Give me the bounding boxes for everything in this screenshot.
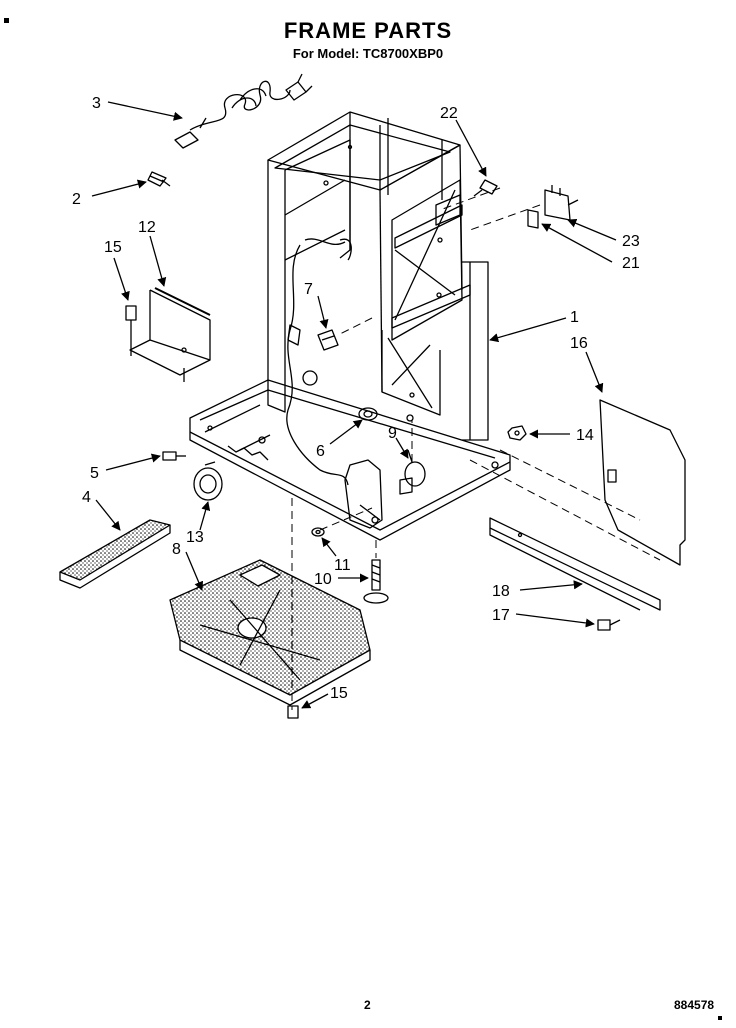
registration-mark-bottom — [718, 1016, 722, 1020]
callout-7: 7 — [304, 281, 313, 298]
callout-12: 12 — [138, 219, 156, 236]
callout-17: 17 — [492, 607, 510, 624]
callout-13: 13 — [186, 529, 204, 546]
frame-cabinet — [189, 111, 511, 541]
callout-22: 22 — [440, 105, 458, 122]
callout-10: 10 — [314, 571, 332, 588]
screw-22 — [473, 179, 498, 197]
callout-14: 14 — [576, 427, 594, 444]
washer-11 — [311, 527, 325, 537]
filter-strip-4 — [59, 519, 171, 589]
nut-14 — [507, 425, 527, 441]
bracket-12 — [129, 287, 211, 382]
callout-5: 5 — [90, 465, 99, 482]
leveling-leg-10 — [363, 559, 389, 604]
thermostat-9 — [399, 449, 426, 495]
base-tray-8 — [169, 559, 371, 706]
screw-5 — [162, 451, 186, 461]
callout-18: 18 — [492, 583, 510, 600]
callout-8: 8 — [172, 541, 181, 558]
screw-15-upper — [125, 305, 137, 356]
screw-2 — [147, 171, 171, 187]
registration-mark — [4, 18, 9, 23]
callout-15-lower: 15 — [330, 685, 348, 702]
callout-9: 9 — [388, 425, 397, 442]
callout-11: 11 — [334, 557, 351, 574]
model-subtitle: For Model: TC8700XBP0 — [292, 46, 444, 61]
bushing-13 — [193, 461, 223, 501]
screw-15-lower — [287, 705, 299, 719]
leader-lines — [91, 101, 617, 709]
page-number: 2 — [364, 998, 371, 1012]
callout-3: 3 — [92, 95, 101, 112]
screw-17 — [597, 619, 621, 631]
callout-16: 16 — [570, 335, 588, 352]
callout-6: 6 — [316, 443, 325, 460]
connector-7 — [317, 329, 339, 351]
grommet-6 — [358, 407, 378, 421]
callout-2: 2 — [72, 191, 81, 208]
callout-1: 1 — [570, 309, 579, 326]
page-title: FRAME PARTS — [283, 18, 453, 43]
callout-4: 4 — [82, 489, 91, 506]
side-panel-16 — [599, 399, 686, 566]
assembly-lines — [291, 187, 661, 710]
rail-18 — [489, 517, 661, 611]
callout-21: 21 — [622, 255, 640, 272]
power-cord — [174, 73, 313, 149]
document-code: 884578 — [674, 998, 715, 1012]
callout-15-upper: 15 — [104, 239, 122, 256]
callout-23: 23 — [622, 233, 640, 250]
